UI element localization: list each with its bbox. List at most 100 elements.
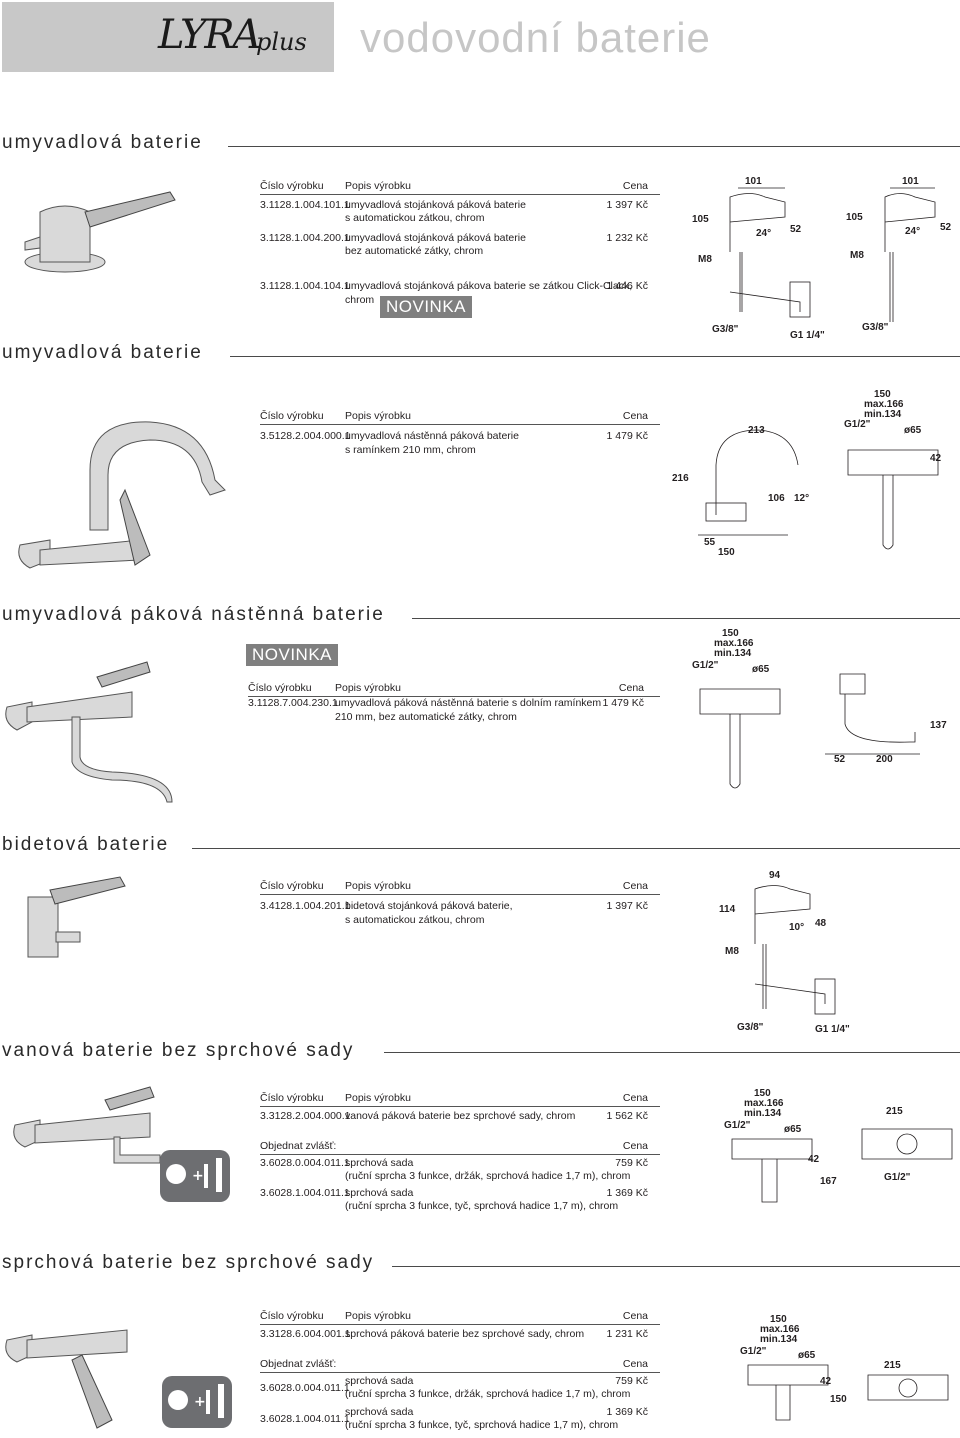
dim-label: G1/2": [740, 1346, 767, 1357]
dim-label: 105: [692, 214, 709, 225]
dim-label: 24°: [756, 228, 771, 239]
product-desc: umyvadlová nástěnná páková baterie: [345, 430, 519, 442]
dim-label: G1 1/4": [790, 330, 825, 341]
dim-label: 12°: [794, 493, 809, 504]
table-header: Objednat zvlášť: Cena: [260, 1140, 660, 1155]
dim-label: max.166: [760, 1324, 800, 1335]
dim-label: G3/8": [862, 322, 889, 333]
product-price: 1 231 Kč: [606, 1328, 648, 1340]
dim-label: 42: [808, 1154, 820, 1165]
dim-label: min.134: [744, 1108, 782, 1119]
dim-label: ø65: [904, 425, 922, 436]
product-desc: sprchová sada: [345, 1375, 414, 1387]
dim-label: 200: [876, 754, 893, 765]
dim-label: G3/8": [737, 1022, 764, 1033]
dim-label: 213: [748, 425, 765, 436]
product-desc: sprchová sada: [345, 1157, 414, 1169]
dim-label: 52: [940, 222, 952, 233]
product-price: 759 Kč: [615, 1157, 648, 1169]
product-code: 3.6028.1.004.011.1: [260, 1187, 350, 1199]
product-price: 1 479 Kč: [606, 430, 648, 442]
section-divider: [392, 1266, 960, 1267]
product-desc: bez automatické zátky, chrom: [345, 245, 484, 257]
product-price: 1 446 Kč: [606, 280, 648, 292]
product-price: 759 Kč: [615, 1375, 648, 1387]
product-image: [27, 876, 126, 958]
section-divider: [228, 146, 960, 147]
dim-label: G1/2": [724, 1120, 751, 1131]
col-desc: Popis výrobku: [345, 180, 411, 192]
dim-label: 114: [719, 904, 736, 915]
product-desc: sprchová páková baterie bez sprchové sad…: [345, 1328, 585, 1340]
table-header: Číslo výrobku Popis výrobku Cena: [260, 880, 660, 895]
dim-label: ø65: [798, 1350, 816, 1361]
dim-label: 24°: [905, 226, 920, 237]
col-code: Číslo výrobku: [248, 682, 312, 694]
product-price: 1 232 Kč: [606, 232, 648, 244]
col-price: Cena: [622, 880, 648, 892]
col-code: Číslo výrobku: [260, 410, 324, 422]
table-header: Číslo výrobku Popis výrobku Cena: [260, 1092, 660, 1107]
dim-label: min.134: [864, 409, 902, 420]
dim-label: G1/2": [844, 419, 871, 430]
dim-label: 150: [874, 389, 891, 400]
dim-label: 150: [722, 628, 739, 639]
product-desc: (ruční sprcha 3 funkce, držák, sprchová …: [345, 1388, 631, 1400]
col-code: Číslo výrobku: [260, 880, 324, 892]
col-desc: Popis výrobku: [345, 1092, 411, 1104]
product-desc: sprchová sada: [345, 1187, 414, 1199]
technical-drawing: 150 max.166 min.134 G1/2" ø65 137 52 200: [692, 628, 947, 789]
col-code: Číslo výrobku: [260, 180, 324, 192]
dim-label: 106: [768, 493, 785, 504]
shower-set-icon: +: [162, 1376, 232, 1428]
col-price: Cena: [622, 1140, 648, 1152]
col-desc: Popis výrobku: [345, 410, 411, 422]
product-desc: (ruční sprcha 3 funkce, tyč, sprchová ha…: [345, 1200, 619, 1212]
product-desc: s ramínkem 210 mm, chrom: [345, 444, 476, 456]
product-table: Číslo výrobku Popis výrobku Cena 3.4128.…: [260, 880, 660, 930]
dim-label: 150: [830, 1394, 847, 1405]
dim-label: 150: [754, 1088, 771, 1099]
dim-label: G1 1/4": [815, 1024, 850, 1035]
section-title: vanová baterie bez sprchové sady: [2, 1040, 355, 1061]
technical-drawing: 150 max.166 min.134 G1/2" ø65 42 167 215…: [724, 1088, 953, 1203]
col-code: Číslo výrobku: [260, 1310, 324, 1322]
product-price: 1 562 Kč: [606, 1110, 648, 1122]
section-title: sprchová baterie bez sprchové sady: [2, 1252, 375, 1273]
product-table: Číslo výrobku Popis výrobku Cena 3.1128.…: [260, 180, 660, 310]
product-code: 3.6028.0.004.011.1: [260, 1157, 350, 1169]
section-divider: [412, 618, 960, 619]
dim-label: 150: [718, 547, 735, 558]
dim-label: 105: [846, 212, 863, 223]
dim-label: M8: [698, 254, 712, 265]
product-desc: vanová páková baterie bez sprchové sady,…: [345, 1110, 576, 1122]
dim-label: 94: [769, 870, 781, 881]
table-header: Objednat zvlášť: Cena: [260, 1358, 660, 1373]
product-code: 3.5128.2.004.000.1: [260, 430, 351, 442]
product-image: [18, 421, 226, 569]
technical-drawing: 150 max.166 min.134 G1/2" ø65 42 150 215: [740, 1314, 949, 1421]
product-code: 3.1128.1.004.200.1: [260, 232, 350, 244]
section-title: umyvadlová páková nástěnná baterie: [2, 604, 385, 625]
product-desc: umyvadlová páková nástěnná baterie s dol…: [335, 697, 602, 709]
dim-label: 215: [886, 1106, 903, 1117]
dim-label: 101: [745, 176, 762, 187]
dim-label: G1/2": [884, 1172, 911, 1183]
product-desc: umyvadlová stojánková páková baterie: [345, 199, 526, 211]
novinka-badge: NOVINKA: [246, 644, 339, 666]
dim-label: ø65: [752, 664, 770, 675]
novinka-badge: NOVINKA: [380, 296, 473, 318]
logo-sub: plus: [256, 28, 307, 56]
logo: LYRA: [158, 12, 261, 58]
dim-label: min.134: [714, 648, 752, 659]
section-divider: [192, 848, 960, 849]
dim-label: M8: [725, 946, 739, 957]
dim-label: 10°: [789, 922, 804, 933]
table-header: Číslo výrobku Popis výrobku Cena: [260, 410, 660, 425]
dim-label: M8: [850, 250, 864, 261]
dim-label: 101: [902, 176, 919, 187]
product-image: [5, 661, 173, 803]
product-price: 1 369 Kč: [606, 1187, 648, 1199]
product-desc: s automatickou zátkou, chrom: [345, 212, 485, 224]
product-desc: bidetová stojánková páková baterie,: [345, 900, 513, 912]
